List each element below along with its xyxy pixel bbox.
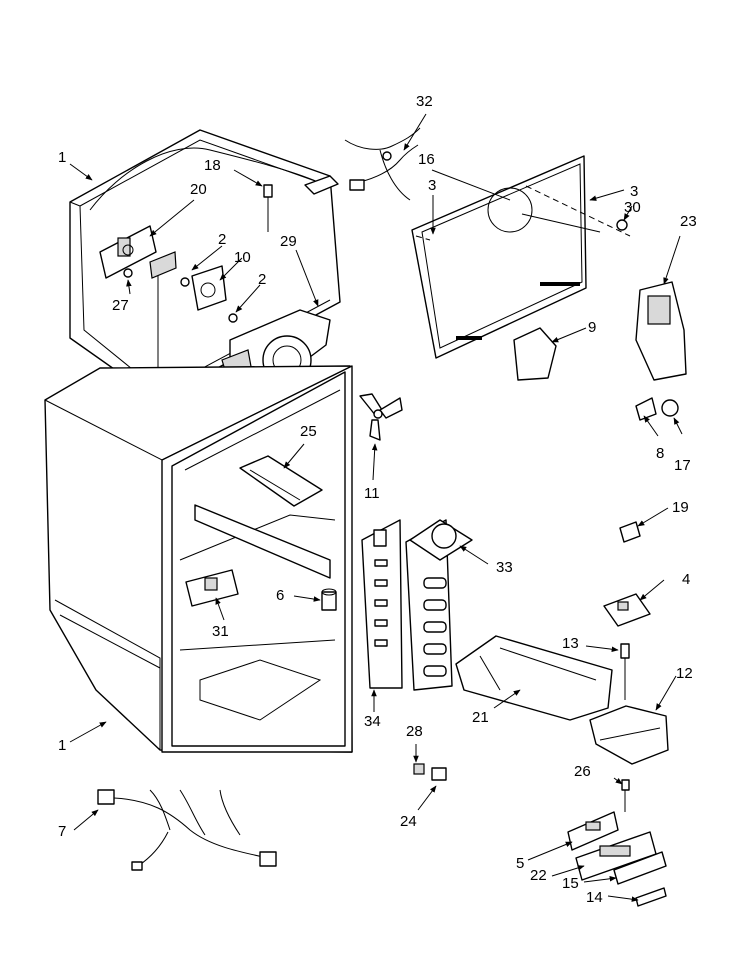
callout-2: 2 bbox=[218, 231, 226, 248]
callout-8: 8 bbox=[656, 445, 664, 462]
callout-25: 25 bbox=[300, 423, 317, 440]
callout-17: 17 bbox=[674, 457, 691, 474]
clip-part bbox=[619, 521, 641, 543]
mullion-bracket-part bbox=[513, 327, 557, 381]
callout-32: 32 bbox=[416, 93, 433, 110]
screw-part bbox=[621, 779, 630, 812]
panel-vents bbox=[456, 282, 580, 340]
screw-part bbox=[123, 268, 133, 278]
callout-28: 28 bbox=[406, 723, 423, 740]
thermostat-bracket-part bbox=[99, 225, 157, 279]
screw-part bbox=[620, 643, 630, 700]
lower-wire-harness-part bbox=[97, 789, 277, 871]
callout-1: 1 bbox=[58, 149, 66, 166]
control-part bbox=[180, 265, 238, 323]
callout-labels: 1 1 2 2 3 3 4 5 6 7 8 9 10 11 12 13 14 1… bbox=[58, 93, 697, 906]
callout-31: 31 bbox=[212, 623, 229, 640]
callout-24: 24 bbox=[400, 813, 417, 830]
callout-29: 29 bbox=[280, 233, 297, 250]
callout-33: 33 bbox=[496, 559, 513, 576]
callout-3: 3 bbox=[630, 183, 638, 200]
callout-22: 22 bbox=[530, 867, 547, 884]
trim-part bbox=[635, 887, 667, 907]
callout-23: 23 bbox=[680, 213, 697, 230]
circuit-board-part bbox=[567, 811, 619, 851]
callout-6: 6 bbox=[276, 587, 284, 604]
air-duct-part bbox=[405, 519, 473, 691]
callout-27: 27 bbox=[112, 297, 129, 314]
callout-21: 21 bbox=[472, 709, 489, 726]
connector-part bbox=[413, 763, 425, 775]
light-shield-part bbox=[239, 455, 323, 507]
callout-30: 30 bbox=[624, 199, 641, 216]
light-bulb-part bbox=[321, 588, 337, 611]
control-board-part bbox=[603, 593, 651, 627]
callout-13: 13 bbox=[562, 635, 579, 652]
callout-11: 11 bbox=[364, 485, 380, 502]
socket-part bbox=[635, 397, 679, 421]
control-panel-housing-part bbox=[589, 705, 669, 765]
wire-harness-part bbox=[344, 127, 421, 201]
label-part bbox=[431, 767, 447, 781]
callout-10: 10 bbox=[234, 249, 251, 266]
callout-12: 12 bbox=[676, 665, 693, 682]
callout-7: 7 bbox=[58, 823, 66, 840]
callout-5: 5 bbox=[516, 855, 524, 872]
side-support-part bbox=[635, 281, 687, 381]
callout-26: 26 bbox=[574, 763, 591, 780]
callout-14: 14 bbox=[586, 889, 603, 906]
callout-16: 16 bbox=[418, 151, 435, 168]
screw-part bbox=[263, 184, 273, 232]
callout-19: 19 bbox=[672, 499, 689, 516]
back-panel-part bbox=[411, 155, 631, 359]
callout-9: 9 bbox=[588, 319, 596, 336]
crisper-support-part bbox=[455, 635, 613, 721]
control-housing-part bbox=[185, 569, 239, 607]
callout-18: 18 bbox=[204, 157, 221, 174]
callout-15: 15 bbox=[562, 875, 579, 892]
callout-1: 1 bbox=[58, 737, 66, 754]
callout-3: 3 bbox=[428, 177, 436, 194]
evaporator-cover-part bbox=[361, 519, 403, 689]
screw-part bbox=[616, 219, 628, 231]
callout-4: 4 bbox=[682, 571, 690, 588]
callout-2: 2 bbox=[258, 271, 266, 288]
callout-20: 20 bbox=[190, 181, 207, 198]
fan-blade-part bbox=[359, 393, 403, 441]
callout-34: 34 bbox=[364, 713, 381, 730]
leader-lines bbox=[69, 113, 683, 902]
